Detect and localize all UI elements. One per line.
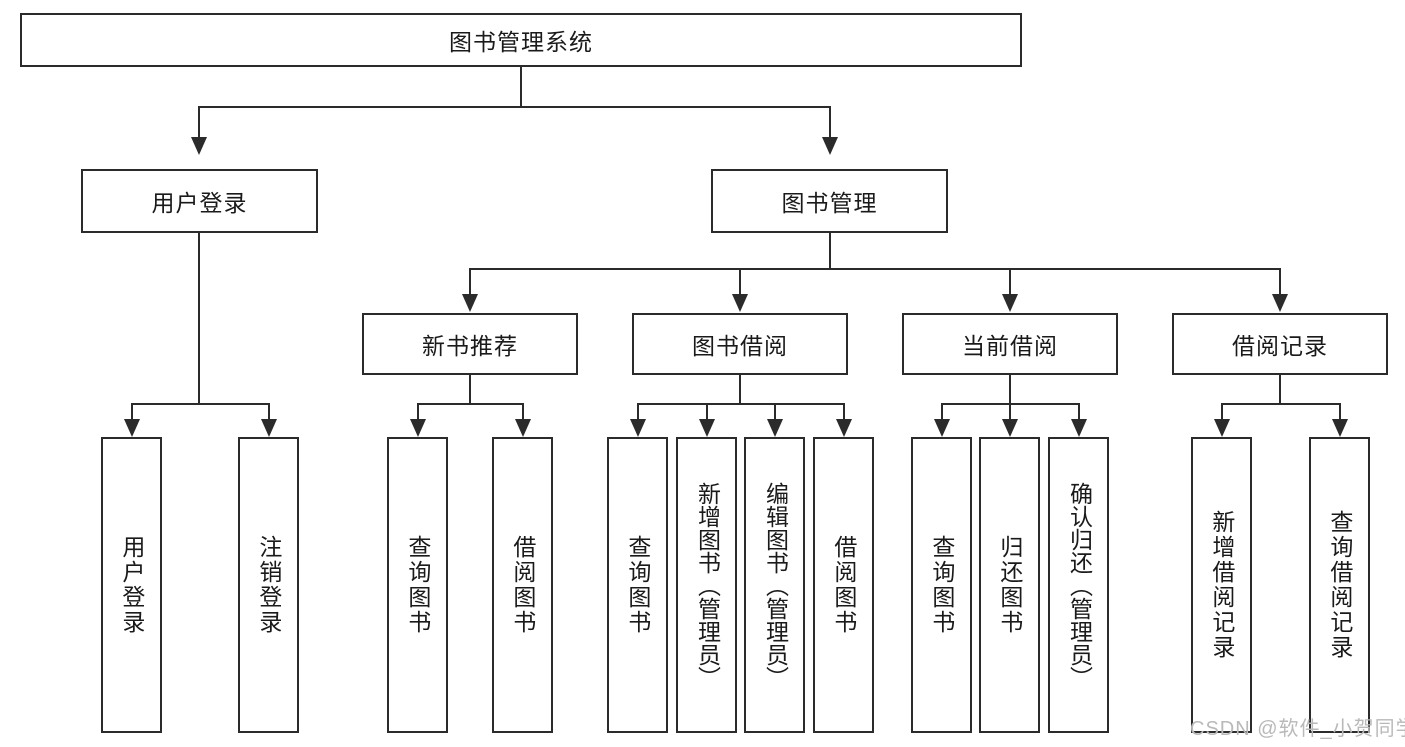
node-label: 图书管理	[781, 190, 878, 216]
leaf-recommend-borrow-book[interactable]: 借阅图书	[492, 437, 553, 733]
node-label: 新书推荐	[422, 333, 518, 359]
connector-root-stem	[520, 67, 522, 106]
connector-drop-leaf-current-0	[941, 403, 943, 422]
arrow-to-leaf-user-login-0	[124, 419, 140, 437]
connector-current-borrow-stem	[1009, 375, 1011, 404]
node-book-management[interactable]: 图书管理	[711, 169, 948, 233]
arrow-to-user-login	[191, 137, 207, 155]
connector-book-management-stem	[829, 233, 831, 268]
leaf-label: 归还图书	[996, 535, 1023, 635]
arrow-to-leaf-record-0	[1214, 419, 1230, 437]
leaf-current-query-book[interactable]: 查询图书	[911, 437, 972, 733]
leaf-current-confirm-return-admin[interactable]: 确认归还（管理员）	[1048, 437, 1109, 733]
node-label: 当前借阅	[962, 333, 1058, 359]
connector-bus-user-login-leaves	[131, 403, 268, 405]
connector-book-borrow-stem	[739, 375, 741, 404]
connector-drop-leaf-record-0	[1221, 403, 1223, 422]
leaf-label: 确认归还（管理员）	[1066, 481, 1093, 689]
leaf-label: 编辑图书（管理员）	[762, 481, 789, 689]
leaf-user-login-login[interactable]: 用户登录	[101, 437, 162, 733]
connector-drop-leaf-borrow-0	[637, 403, 639, 422]
leaf-current-return-book[interactable]: 归还图书	[979, 437, 1040, 733]
connector-drop-borrow-record	[1279, 268, 1281, 296]
connector-drop-leaf-current-2	[1078, 403, 1080, 422]
leaf-label: 查询图书	[928, 535, 955, 635]
leaf-label: 借阅图书	[830, 535, 857, 635]
arrow-to-leaf-current-1	[1002, 419, 1018, 437]
arrow-to-new-book-recommend	[462, 294, 478, 312]
arrow-to-leaf-borrow-2	[767, 419, 783, 437]
connector-drop-leaf-recommend-0	[417, 403, 419, 422]
node-borrow-record[interactable]: 借阅记录	[1172, 313, 1388, 375]
leaf-label: 查询借阅记录	[1326, 510, 1353, 660]
arrow-to-book-management	[822, 137, 838, 155]
node-new-book-recommend[interactable]: 新书推荐	[362, 313, 578, 375]
connector-bus-borrow-record-leaves	[1221, 403, 1339, 405]
node-label: 图书管理系统	[449, 29, 593, 55]
connector-drop-book-borrow	[739, 268, 741, 296]
arrow-to-current-borrow	[1002, 294, 1018, 312]
connector-drop-leaf-borrow-3	[843, 403, 845, 422]
arrow-to-leaf-current-2	[1071, 419, 1087, 437]
leaf-label: 新增图书（管理员）	[694, 481, 721, 689]
leaf-record-add-record[interactable]: 新增借阅记录	[1191, 437, 1252, 733]
connector-drop-leaf-borrow-1	[706, 403, 708, 422]
node-label: 借阅记录	[1232, 333, 1328, 359]
node-book-borrow[interactable]: 图书借阅	[632, 313, 848, 375]
connector-new-book-recommend-stem	[469, 375, 471, 404]
leaf-borrow-add-book-admin[interactable]: 新增图书（管理员）	[676, 437, 737, 733]
arrow-to-leaf-recommend-0	[410, 419, 426, 437]
connector-drop-leaf-current-1	[1009, 403, 1011, 422]
connector-bus-book-borrow-leaves	[637, 403, 844, 405]
leaf-label: 用户登录	[118, 535, 145, 635]
arrow-to-leaf-record-1	[1332, 419, 1348, 437]
arrow-to-leaf-borrow-0	[630, 419, 646, 437]
arrow-to-book-borrow	[732, 294, 748, 312]
connector-drop-current-borrow	[1009, 268, 1011, 296]
leaf-borrow-borrow-book[interactable]: 借阅图书	[813, 437, 874, 733]
leaf-label: 借阅图书	[509, 535, 536, 635]
connector-bus-level2	[198, 106, 831, 108]
node-root-book-management-system[interactable]: 图书管理系统	[20, 13, 1022, 67]
connector-bus-new-book-recommend-leaves	[417, 403, 522, 405]
connector-drop-leaf-user-login-1	[268, 403, 270, 422]
leaf-record-query-record[interactable]: 查询借阅记录	[1309, 437, 1370, 733]
arrow-to-borrow-record	[1272, 294, 1288, 312]
connector-drop-leaf-recommend-1	[522, 403, 524, 422]
connector-bus-level3	[469, 268, 1281, 270]
connector-drop-book-management	[829, 106, 831, 139]
connector-drop-leaf-record-1	[1339, 403, 1341, 422]
leaf-label: 新增借阅记录	[1208, 510, 1235, 660]
connector-drop-leaf-borrow-2	[774, 403, 776, 422]
connector-drop-leaf-user-login-0	[131, 403, 133, 422]
node-user-login[interactable]: 用户登录	[81, 169, 318, 233]
connector-drop-new-book-recommend	[469, 268, 471, 296]
connector-borrow-record-stem	[1279, 375, 1281, 404]
leaf-user-login-logout[interactable]: 注销登录	[238, 437, 299, 733]
connector-drop-user-login	[198, 106, 200, 139]
leaf-label: 查询图书	[624, 535, 651, 635]
leaf-label: 注销登录	[255, 535, 282, 635]
arrow-to-leaf-user-login-1	[261, 419, 277, 437]
node-label: 图书借阅	[692, 333, 788, 359]
arrow-to-leaf-recommend-1	[515, 419, 531, 437]
arrow-to-leaf-borrow-3	[836, 419, 852, 437]
arrow-to-leaf-current-0	[934, 419, 950, 437]
arrow-to-leaf-borrow-1	[699, 419, 715, 437]
leaf-borrow-edit-book-admin[interactable]: 编辑图书（管理员）	[744, 437, 805, 733]
connector-user-login-stem	[198, 233, 200, 405]
node-label: 用户登录	[151, 190, 248, 216]
leaf-recommend-query-book[interactable]: 查询图书	[387, 437, 448, 733]
node-current-borrow[interactable]: 当前借阅	[902, 313, 1118, 375]
leaf-label: 查询图书	[404, 535, 431, 635]
leaf-borrow-query-book[interactable]: 查询图书	[607, 437, 668, 733]
